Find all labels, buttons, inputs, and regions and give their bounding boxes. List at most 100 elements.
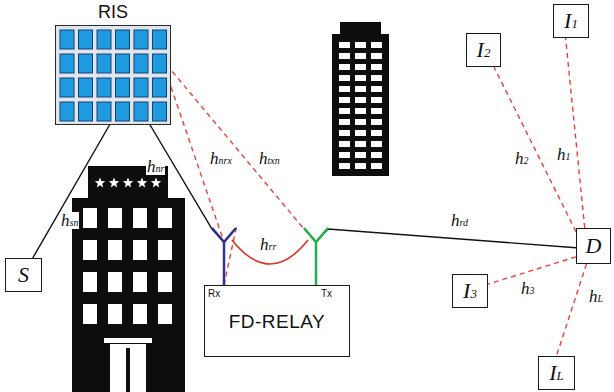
star — [137, 178, 147, 188]
interference-link — [557, 264, 587, 356]
ris-element — [60, 30, 74, 49]
channel-label: htxn — [258, 150, 281, 167]
star — [95, 178, 105, 188]
window — [371, 53, 382, 59]
ris-elements — [60, 30, 167, 121]
channel-label: hnrx — [209, 150, 233, 167]
window — [339, 130, 350, 136]
node-text: FD-RELAY — [229, 312, 326, 331]
star — [109, 178, 119, 188]
source-box: S — [5, 258, 42, 292]
node-text: I2 — [477, 39, 491, 61]
node-text: S — [18, 264, 29, 286]
interferer-box: I1 — [553, 4, 589, 38]
ris-element — [79, 78, 93, 97]
window — [355, 97, 366, 103]
ris-element — [153, 30, 167, 49]
tower-building — [332, 22, 389, 176]
channel-label: hL — [588, 288, 604, 305]
window — [108, 304, 122, 324]
window — [355, 119, 366, 125]
window — [133, 240, 147, 260]
window — [133, 208, 147, 228]
window — [108, 272, 122, 292]
window — [83, 240, 97, 260]
ris-element — [79, 30, 93, 49]
node-text: I1 — [564, 10, 578, 32]
ris-element — [79, 54, 93, 73]
window — [83, 208, 97, 228]
window — [371, 141, 382, 147]
window — [355, 75, 366, 81]
window — [339, 108, 350, 114]
star — [151, 178, 161, 188]
ris-element — [134, 54, 148, 73]
window — [355, 163, 366, 169]
interference-link — [494, 67, 576, 232]
window — [108, 208, 122, 228]
window — [355, 141, 366, 147]
ris-element — [116, 78, 130, 97]
window — [83, 272, 97, 292]
window — [371, 152, 382, 158]
window — [355, 86, 366, 92]
destination-box: D — [576, 228, 611, 264]
ris-element — [97, 54, 111, 73]
node-text: I3 — [463, 280, 477, 302]
window — [339, 64, 350, 70]
window — [83, 304, 97, 324]
window — [339, 97, 350, 103]
ris-element — [97, 78, 111, 97]
ris-element — [153, 78, 167, 97]
channel-label: hrr — [259, 236, 277, 253]
window — [158, 304, 172, 324]
node-text: RIS — [56, 3, 170, 21]
window — [339, 141, 350, 147]
window — [339, 86, 350, 92]
antenna-label: Rx — [207, 289, 221, 299]
tx-antenna — [304, 228, 328, 286]
window — [339, 53, 350, 59]
window — [371, 119, 382, 125]
window — [371, 86, 382, 92]
antenna-label: Tx — [320, 289, 333, 299]
ris-panel — [55, 25, 171, 125]
hotel-building — [72, 166, 185, 392]
window — [339, 75, 350, 81]
node-text: IL — [549, 362, 564, 384]
channel-label: hrd — [450, 212, 469, 229]
window — [133, 304, 147, 324]
node-text: D — [586, 235, 602, 257]
interference-link — [171, 70, 316, 285]
interferer-box: I2 — [466, 33, 501, 67]
ris-element — [60, 102, 74, 121]
rx-antenna — [212, 228, 236, 286]
channel-label: hsn — [60, 212, 79, 229]
window — [371, 42, 382, 48]
ris-element — [134, 30, 148, 49]
window — [339, 42, 350, 48]
interferer-box: I3 — [452, 274, 488, 308]
ris-element — [134, 102, 148, 121]
window — [355, 108, 366, 114]
window — [158, 208, 172, 228]
ris-element — [134, 78, 148, 97]
window — [339, 163, 350, 169]
window — [339, 119, 350, 125]
ris-element — [116, 30, 130, 49]
ris-element — [97, 30, 111, 49]
ris-element — [79, 102, 93, 121]
channel-label: hnr — [146, 158, 165, 175]
interferer-box: IL — [538, 356, 575, 390]
window — [371, 75, 382, 81]
window — [371, 130, 382, 136]
ris-element — [60, 78, 74, 97]
channel-link — [316, 229, 576, 285]
window — [355, 130, 366, 136]
ris-element — [97, 102, 111, 121]
interference-link — [566, 38, 585, 228]
channel-label: h1 — [556, 146, 572, 163]
ris-element — [116, 102, 130, 121]
